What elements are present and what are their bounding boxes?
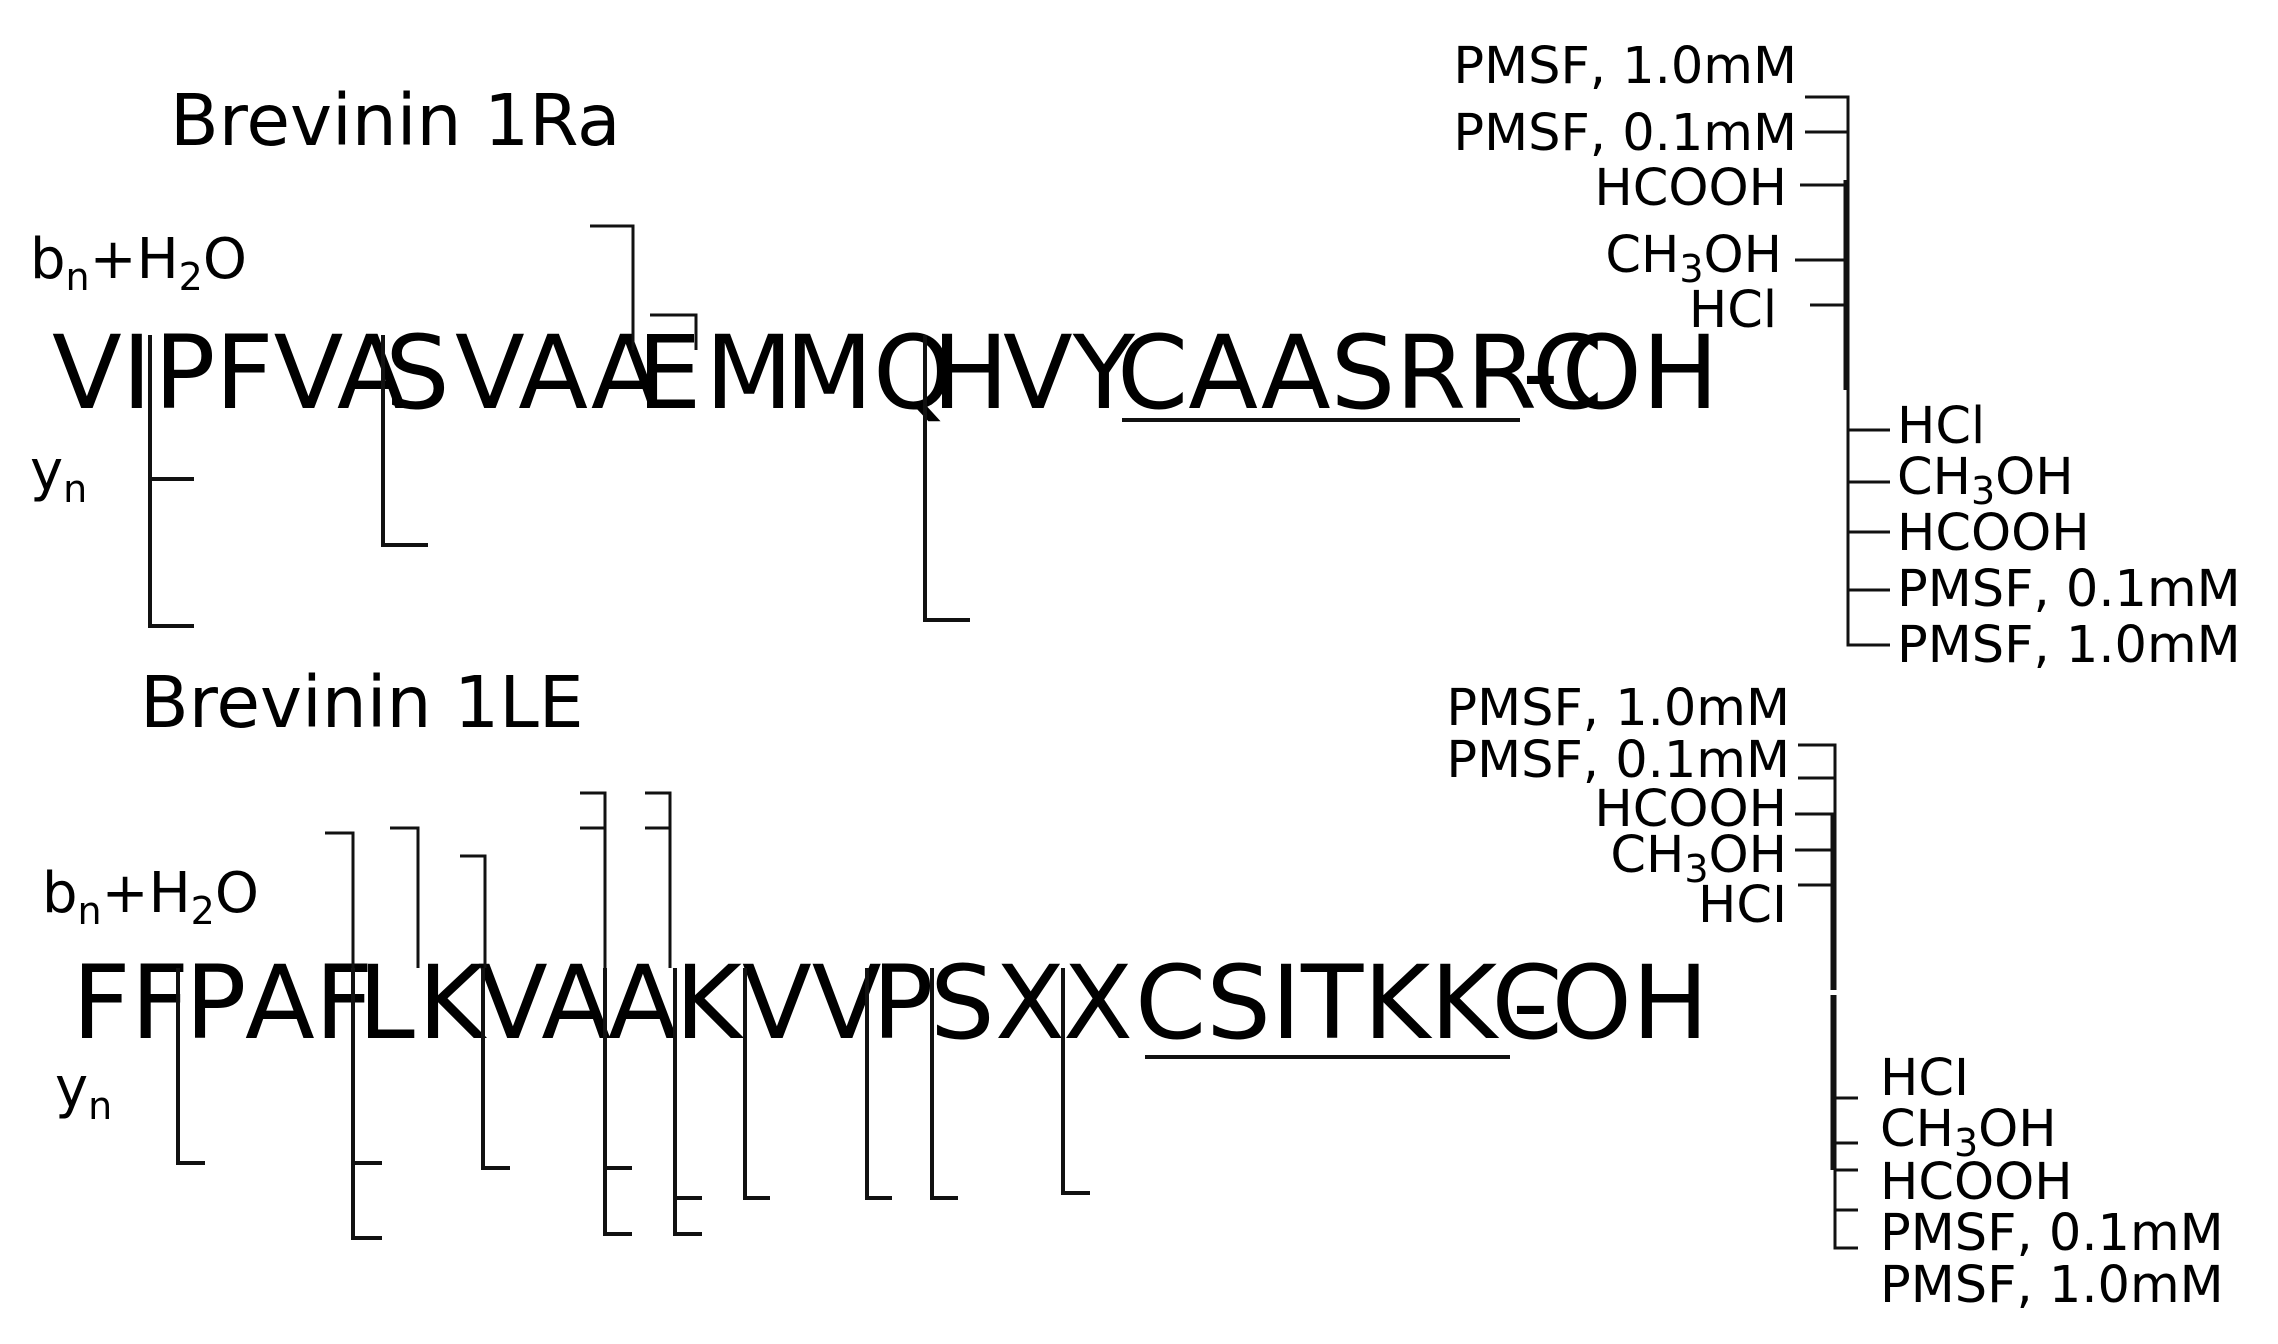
condition-label: HCOOH bbox=[1594, 159, 1787, 218]
sequence: FF P AF L K VA A K VV P S X X CSITKKC -O… bbox=[72, 944, 1709, 1063]
condition-label: HCOOH bbox=[1880, 1153, 2073, 1212]
y-ion-brackets bbox=[148, 335, 970, 628]
c-terminus: -OH bbox=[1522, 314, 1719, 433]
panel-title: Brevinin 1Ra bbox=[170, 79, 621, 162]
residue-group: M bbox=[705, 314, 793, 433]
b-ion-brackets bbox=[325, 791, 672, 968]
condition-label: CH3OH bbox=[1610, 826, 1787, 891]
y-ion-brackets bbox=[176, 968, 1090, 1240]
condition-label: CH3OH bbox=[1897, 448, 2074, 513]
y-ion-label: yn bbox=[30, 439, 87, 511]
condition-label: HCl bbox=[1897, 397, 1985, 456]
y-ion-label: yn bbox=[55, 1056, 112, 1128]
residue-group: K bbox=[418, 944, 488, 1063]
residue-group: S bbox=[385, 314, 450, 433]
residue-group: P bbox=[185, 944, 247, 1063]
residue-group: K bbox=[675, 944, 745, 1063]
condition-label: PMSF, 1.0mM bbox=[1897, 616, 2241, 675]
condition-label: HCl bbox=[1689, 281, 1777, 340]
condition-label: HCOOH bbox=[1594, 780, 1787, 839]
b-ion-label: bn+H2O bbox=[30, 227, 247, 299]
panel-brevinin-1le: Brevinin 1LE bn+H2O yn FF P AF L K VA A … bbox=[42, 661, 2224, 1315]
residue-group: X bbox=[995, 944, 1065, 1063]
condition-label: HCOOH bbox=[1897, 504, 2090, 563]
residue-group: FF bbox=[72, 944, 189, 1063]
condition-legend-bottom: HCl CH3OH HCOOH PMSF, 0.1mM PMSF, 1.0mM bbox=[1897, 397, 2241, 675]
condition-label: PMSF, 0.1mM bbox=[1897, 560, 2241, 619]
condition-label: CH3OH bbox=[1880, 1100, 2057, 1165]
residue-group: A bbox=[608, 944, 678, 1063]
condition-label: CH3OH bbox=[1605, 226, 1782, 291]
condition-label: HCI bbox=[1880, 1049, 1969, 1108]
condition-label: PMSF, 0.1mM bbox=[1453, 104, 1797, 163]
underlined-residues: CSITKKC bbox=[1135, 944, 1563, 1063]
condition-label: HCI bbox=[1698, 876, 1787, 935]
c-terminus: -OH bbox=[1512, 944, 1709, 1063]
y-ion-bracket bbox=[923, 335, 970, 622]
underlined-residues: CAASRRC bbox=[1117, 314, 1603, 433]
residue-group: VV bbox=[742, 944, 882, 1063]
residue-group: X bbox=[1063, 944, 1133, 1063]
condition-label: PMSF, 1.0mM bbox=[1880, 1256, 2224, 1315]
residue-group: VAA bbox=[455, 314, 661, 433]
condition-label: PMSF, 0.1mM bbox=[1446, 731, 1790, 790]
b-ion-brackets bbox=[590, 224, 698, 350]
residue-group: E bbox=[637, 314, 701, 433]
residue-group: VY bbox=[1003, 314, 1136, 433]
panel-title: Brevinin 1LE bbox=[140, 661, 584, 744]
residue-group: P bbox=[154, 314, 216, 433]
panel-brevinin-1ra: Brevinin 1Ra bn+H2O yn VI P FVA S VAA E … bbox=[30, 37, 2241, 675]
residue-group: MQ bbox=[785, 314, 953, 433]
residue-group: L bbox=[358, 944, 415, 1063]
sequence: VI P FVA S VAA E M MQ H VY CAASRRC -OH bbox=[52, 314, 1719, 433]
residue-group: H bbox=[932, 314, 1009, 433]
condition-label: PMSF, 1.0mM bbox=[1453, 37, 1797, 96]
b-ion-bracket bbox=[590, 224, 635, 350]
condition-ticks-bottom bbox=[1846, 390, 1890, 647]
y-ion-bracket bbox=[148, 335, 194, 628]
condition-legend-top: PMSF, 1.0mM PMSF, 0.1mM HCOOH CH3OH HCI bbox=[1446, 679, 1790, 935]
condition-label: PMSF, 1.0mM bbox=[1446, 679, 1790, 738]
condition-ticks-top bbox=[1795, 95, 1850, 390]
residue-group: FVA bbox=[215, 314, 407, 433]
residue-group: VA bbox=[478, 944, 611, 1063]
b-ion-bracket bbox=[650, 313, 698, 350]
b-ion-label: bn+H2O bbox=[42, 861, 259, 933]
condition-label: PMSF, 0.1mM bbox=[1880, 1204, 2224, 1263]
residue-group: S bbox=[930, 944, 995, 1063]
condition-ticks-top bbox=[1795, 743, 1837, 990]
condition-ticks-bottom bbox=[1830, 995, 1858, 1250]
condition-legend-top: PMSF, 1.0mM PMSF, 0.1mM HCOOH CH3OH HCl bbox=[1453, 37, 1797, 340]
y-ion-bracket bbox=[381, 335, 428, 547]
condition-legend-bottom: HCI CH3OH HCOOH PMSF, 0.1mM PMSF, 1.0mM bbox=[1880, 1049, 2224, 1315]
residue-group: P bbox=[872, 944, 934, 1063]
residue-group: VI bbox=[52, 314, 152, 433]
